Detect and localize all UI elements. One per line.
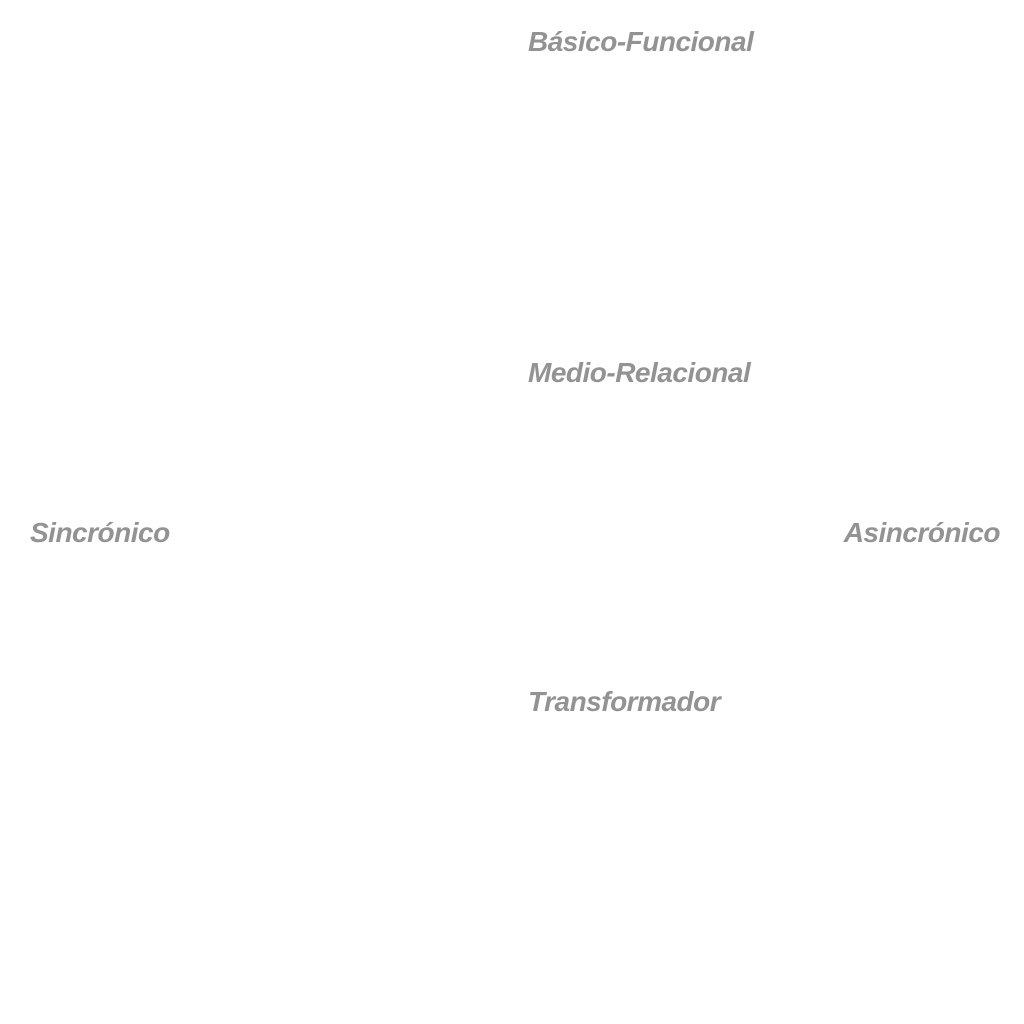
level-label-transformative: Transformador — [528, 686, 721, 717]
level-label-basic-functional: Básico-Funcional — [528, 26, 754, 57]
axis-label-asynchronous: Asincrónico — [843, 517, 1001, 548]
axis-label-synchronous: Sincrónico — [30, 517, 170, 548]
level-label-medium-relational: Medio-Relacional — [528, 357, 751, 388]
